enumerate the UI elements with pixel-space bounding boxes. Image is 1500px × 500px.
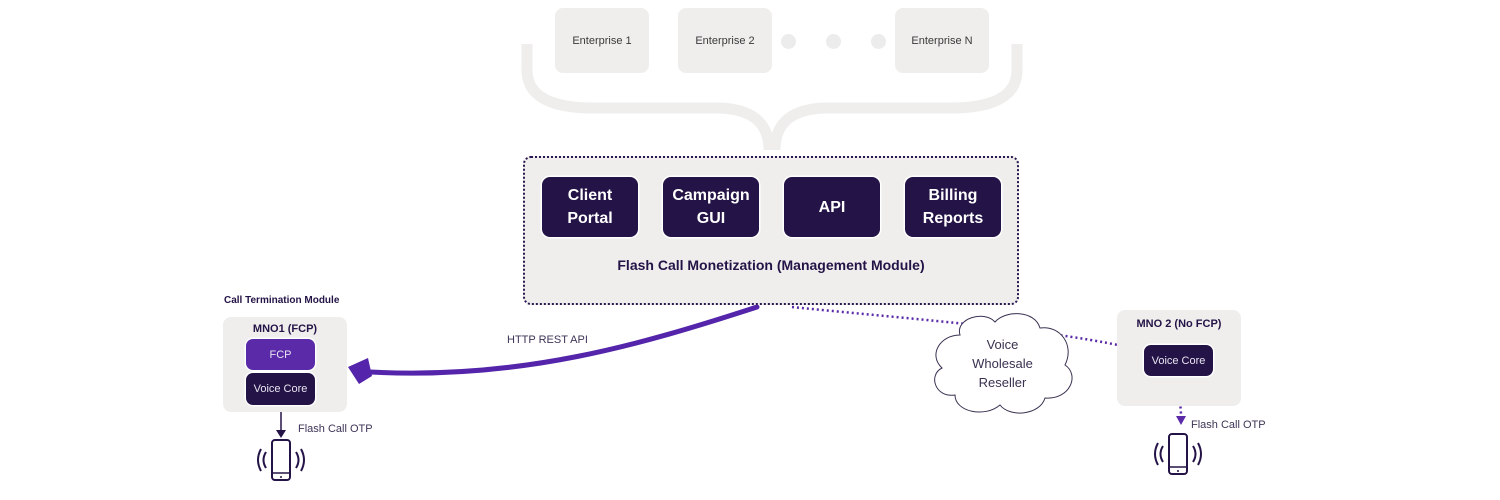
mno2-voice-core-component: Voice Core bbox=[1144, 345, 1213, 376]
voice-wholesale-reseller-label: Voice Wholesale Reseller bbox=[972, 337, 1033, 390]
http-rest-arrow bbox=[367, 304, 760, 376]
mno1-phone-icon bbox=[257, 439, 305, 481]
reseller-arrowhead bbox=[1176, 416, 1186, 425]
enterprise-n-box: Enterprise N bbox=[895, 8, 989, 73]
api-module: API bbox=[784, 177, 880, 237]
mno1-title: MNO1 (FCP) bbox=[252, 323, 318, 335]
management-module-title: Flash Call Monetization (Management Modu… bbox=[617, 257, 925, 273]
enterprise-brace bbox=[521, 44, 1023, 151]
enterprise-1-box: Enterprise 1 bbox=[555, 8, 649, 73]
enterprise-label: Enterprise 1 bbox=[572, 34, 632, 47]
mno2-title: MNO 2 (No FCP) bbox=[1136, 318, 1222, 330]
call-termination-title: Call Termination Module bbox=[224, 295, 340, 306]
mno1-arrowhead bbox=[276, 430, 286, 438]
fcp-component: FCP bbox=[246, 339, 315, 370]
billing-reports-module: Billing Reports bbox=[905, 177, 1001, 237]
ellipsis-dot bbox=[781, 34, 796, 49]
enterprise-2-box: Enterprise 2 bbox=[678, 8, 772, 73]
client-portal-module: Client Portal bbox=[542, 177, 638, 237]
mno1-voice-core-component: Voice Core bbox=[246, 373, 315, 405]
ellipsis-dot bbox=[871, 34, 886, 49]
mno2-phone-icon bbox=[1154, 433, 1202, 475]
enterprise-label: Enterprise 2 bbox=[695, 34, 755, 47]
http-rest-api-label: HTTP REST API bbox=[507, 334, 588, 346]
http-rest-arrowhead bbox=[348, 358, 372, 384]
enterprise-label: Enterprise N bbox=[911, 34, 973, 47]
cloud-icon bbox=[934, 313, 1073, 414]
mno1-otp-label: Flash Call OTP bbox=[298, 423, 373, 435]
mno2-otp-label: Flash Call OTP bbox=[1191, 419, 1266, 431]
ellipsis-dot bbox=[826, 34, 841, 49]
campaign-gui-module: Campaign GUI bbox=[663, 177, 759, 237]
